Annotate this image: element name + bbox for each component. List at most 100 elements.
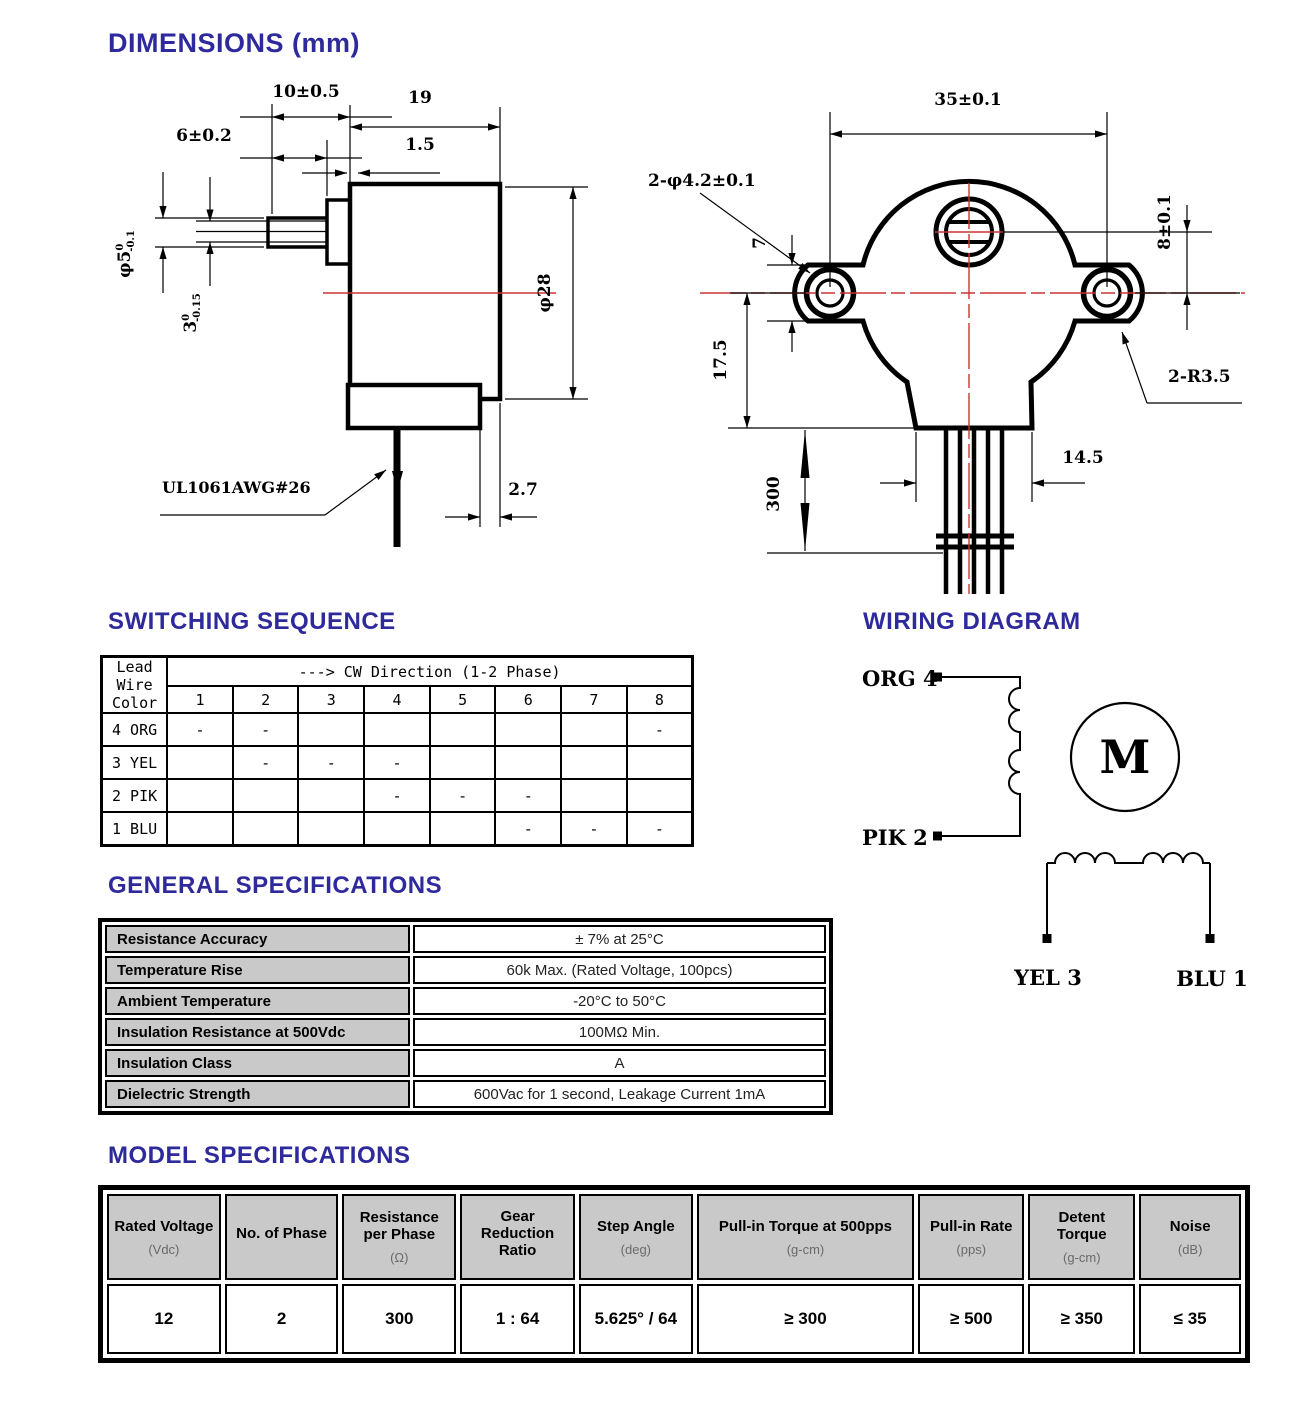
table-row: Insulation Class A <box>105 1049 826 1077</box>
table-header-row: Rated Voltage (Vdc) No. of Phase Resista… <box>107 1194 1241 1280</box>
switching-sequence-table: Lead Wire Color ---> CW Direction (1-2 P… <box>100 655 694 847</box>
column-header: Resistance per Phase (Ω) <box>342 1194 457 1280</box>
wire-spec-label: UL1061AWG#26 <box>162 478 311 497</box>
dim-ears-label: 2-R3.5 <box>1168 367 1231 387</box>
step-header: 7 <box>560 685 628 714</box>
switching-cell: - <box>231 745 300 780</box>
switching-cell <box>297 811 366 847</box>
wire-label-org: ORG 4 <box>862 666 938 691</box>
terminal-dot-yel <box>1042 934 1052 943</box>
switching-cell: - <box>231 712 300 747</box>
lead-wire-label: 2 PIK <box>100 778 169 813</box>
spec-value: ± 7% at 25°C <box>413 925 826 953</box>
lead-wire-label: 1 BLU <box>100 811 169 847</box>
spec-value: 1 : 64 <box>460 1284 575 1354</box>
table-row: Lead Wire Color ---> CW Direction (1-2 P… <box>100 655 694 714</box>
motor-symbol-label: M <box>1100 730 1151 784</box>
dim-shaft-dia-label: φ50-0.1 <box>115 230 137 278</box>
dim-shaft-flat-label: 30-0.15 <box>181 293 203 332</box>
column-header: No. of Phase <box>224 1194 339 1280</box>
step-header: 4 <box>363 685 431 714</box>
step-header: 5 <box>428 685 497 714</box>
spec-value: 60k Max. (Rated Voltage, 100pcs) <box>413 956 826 984</box>
dimensions-title: DIMENSIONS (mm) <box>108 28 361 58</box>
switching-cell <box>560 778 628 813</box>
spec-label: Insulation Resistance at 500Vdc <box>105 1018 410 1046</box>
column-header: Rated Voltage (Vdc) <box>107 1194 221 1280</box>
spec-value: ≥ 300 <box>696 1284 915 1354</box>
table-row: 1 2 3 4 5 6 7 8 <box>102 685 694 714</box>
model-title: MODEL SPECIFICATIONS <box>108 1142 411 1169</box>
switching-cell <box>231 811 300 847</box>
table-row: 1 BLU - - - <box>100 811 694 847</box>
switching-cell <box>428 712 497 747</box>
switching-cell: - <box>560 811 628 847</box>
switching-cell: - <box>363 778 431 813</box>
spec-value: 300 <box>342 1284 457 1354</box>
motor-front-view <box>699 112 1245 594</box>
switching-cell: - <box>494 811 563 847</box>
wiring-diagram: ORG 4 PIK 2 YEL 3 BLU 1 M <box>862 666 1248 991</box>
column-header: Detent Torque (g-cm) <box>1028 1194 1136 1280</box>
column-header: Pull-in Rate (pps) <box>918 1194 1025 1280</box>
dimension-drawings: 10±0.5 19 6±0.2 1.5 φ50-0.1 30-0.15 φ28 … <box>115 82 1245 594</box>
dim-14-5-label: 14.5 <box>1062 448 1103 468</box>
switching-cell: - <box>363 745 431 780</box>
terminal-dot-org <box>933 672 942 682</box>
step-header: 8 <box>625 685 694 714</box>
spec-label: Temperature Rise <box>105 956 410 984</box>
cw-direction-header: ---> CW Direction (1-2 Phase) <box>166 655 694 687</box>
switching-cell <box>363 811 431 847</box>
switching-cell: - <box>428 778 497 813</box>
spec-value: ≥ 350 <box>1028 1284 1136 1354</box>
model-specifications-table: Rated Voltage (Vdc) No. of Phase Resista… <box>98 1185 1250 1363</box>
spec-value: 5.625° / 64 <box>578 1284 693 1354</box>
dim-6-label: 6±0.2 <box>176 126 232 146</box>
general-specifications-table: Resistance Accuracy ± 7% at 25°C Tempera… <box>98 918 833 1115</box>
switching-cell <box>560 712 628 747</box>
switching-cell <box>166 811 234 847</box>
switching-cell: - <box>625 811 694 847</box>
terminal-dot-pik <box>933 831 942 841</box>
spec-value: ≥ 500 <box>918 1284 1025 1354</box>
motor-side-view <box>155 104 588 547</box>
step-header: 2 <box>231 685 300 714</box>
switching-cell: - <box>625 712 694 747</box>
step-header: 1 <box>166 685 234 714</box>
spec-value: 12 <box>107 1284 221 1354</box>
dim-35-label: 35±0.1 <box>934 90 1001 110</box>
switching-cell <box>428 811 497 847</box>
step-header: 3 <box>297 685 366 714</box>
dim-1-5-label: 1.5 <box>405 135 435 155</box>
dim-holes-label: 2-φ4.2±0.1 <box>648 171 756 191</box>
switching-cell <box>560 745 628 780</box>
step-header: 6 <box>494 685 563 714</box>
dim-8-label: 8±0.1 <box>1155 194 1175 250</box>
switching-cell <box>231 778 300 813</box>
dim-300-label: 300 <box>764 476 784 512</box>
dim-10-label: 10±0.5 <box>272 82 339 102</box>
switching-cell <box>625 745 694 780</box>
column-header: Gear Reduction Ratio <box>460 1194 575 1280</box>
wiring-title: WIRING DIAGRAM <box>863 608 1081 635</box>
spec-label: Insulation Class <box>105 1049 410 1077</box>
table-row: Ambient Temperature -20°C to 50°C <box>105 987 826 1015</box>
wire-label-blu: BLU 1 <box>1176 966 1248 991</box>
switching-cell <box>494 745 563 780</box>
spec-value: A <box>413 1049 826 1077</box>
switching-cell <box>494 712 563 747</box>
table-row: Temperature Rise 60k Max. (Rated Voltage… <box>105 956 826 984</box>
switching-cell: - <box>297 745 366 780</box>
switching-cell <box>625 778 694 813</box>
dim-2-7-label: 2.7 <box>508 480 538 500</box>
switching-cell <box>428 745 497 780</box>
spec-label: Resistance Accuracy <box>105 925 410 953</box>
spec-value: 600Vac for 1 second, Leakage Current 1mA <box>413 1080 826 1108</box>
terminal-dot-blu <box>1205 934 1215 943</box>
switching-cell <box>297 778 366 813</box>
switching-cell <box>166 745 234 780</box>
table-row: Resistance Accuracy ± 7% at 25°C <box>105 925 826 953</box>
switching-cell <box>297 712 366 747</box>
switching-cell <box>363 712 431 747</box>
